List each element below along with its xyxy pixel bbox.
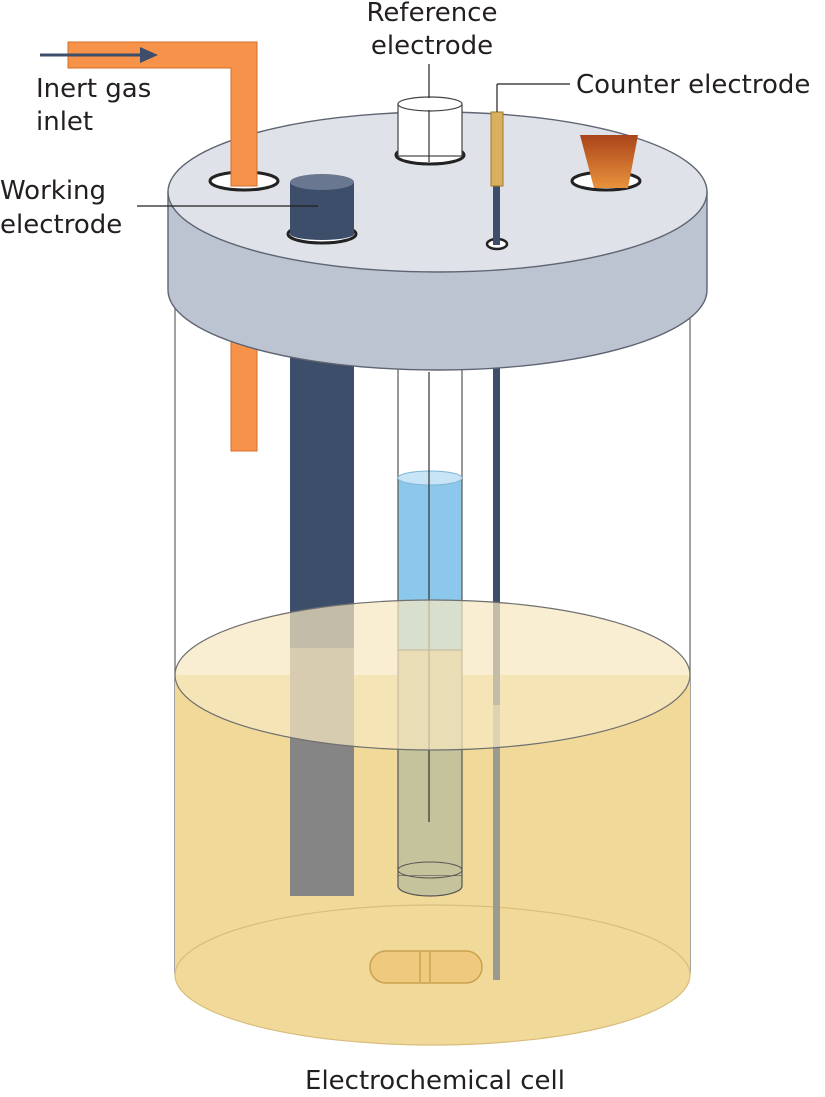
stopper xyxy=(580,135,638,188)
stir-bar xyxy=(369,950,483,984)
working-label-line2: electrode xyxy=(0,210,122,240)
working-label-line1: Working xyxy=(0,176,106,206)
inert-gas-label-line1: Inert gas xyxy=(36,74,151,104)
inert-gas-label-line2: inlet xyxy=(36,107,93,137)
gas-tube-upper xyxy=(40,41,258,187)
diagram-caption: Electrochemical cell xyxy=(305,1066,565,1096)
reference-label-line2: electrode xyxy=(371,31,493,61)
counter-label: Counter electrode xyxy=(576,70,810,100)
electrolyte-surface xyxy=(174,599,691,751)
leader-lines xyxy=(137,64,570,207)
counter-electrode-wire xyxy=(493,330,500,980)
reference-electrode-cap xyxy=(397,96,463,162)
working-electrode-cap xyxy=(290,174,354,240)
gas-tube-lower xyxy=(230,334,258,452)
reference-label-line1: Reference xyxy=(367,0,498,28)
